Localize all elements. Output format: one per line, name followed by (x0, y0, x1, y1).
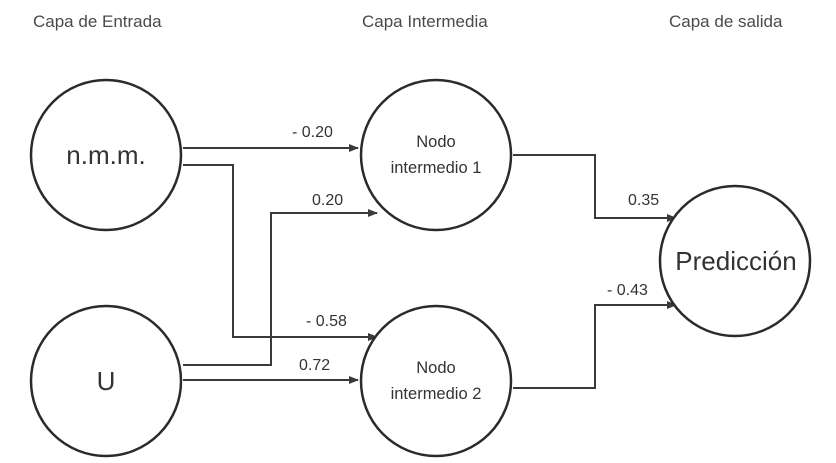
weight-u-hidden2: 0.72 (299, 357, 330, 374)
edge-hidden1-to-prediction (513, 154, 677, 222)
edge-u-to-hidden1 (183, 209, 378, 366)
node-hidden2-line1: Nodo (416, 359, 455, 377)
node-nmm-label: n.m.m. (66, 140, 145, 170)
edge-nmm-to-hidden2 (183, 164, 378, 341)
edge-hidden2-to-prediction (513, 301, 677, 389)
layer-title-input: Capa de Entrada (33, 12, 162, 31)
node-nmm: n.m.m. (29, 78, 183, 232)
node-hidden2: Nodo intermedio 2 (359, 304, 513, 458)
node-hidden1-line2: intermedio 1 (391, 159, 482, 177)
layer-title-hidden: Capa Intermedia (362, 12, 488, 31)
node-prediction-label: Predicción (675, 246, 796, 276)
layer-title-output: Capa de salida (669, 12, 783, 31)
weight-hidden1-prediction: 0.35 (628, 192, 659, 209)
weight-nmm-hidden1: - 0.20 (292, 124, 333, 141)
node-prediction: Predicción (658, 184, 812, 338)
node-hidden1: Nodo intermedio 1 (359, 78, 513, 232)
node-hidden2-line2: intermedio 2 (391, 385, 482, 403)
weight-hidden2-prediction: - 0.43 (607, 282, 648, 299)
node-u-label: U (97, 366, 116, 396)
node-hidden1-line1: Nodo (416, 133, 455, 151)
node-u: U (29, 304, 183, 458)
weight-u-hidden1: 0.20 (312, 192, 343, 209)
weight-nmm-hidden2: - 0.58 (306, 313, 347, 330)
